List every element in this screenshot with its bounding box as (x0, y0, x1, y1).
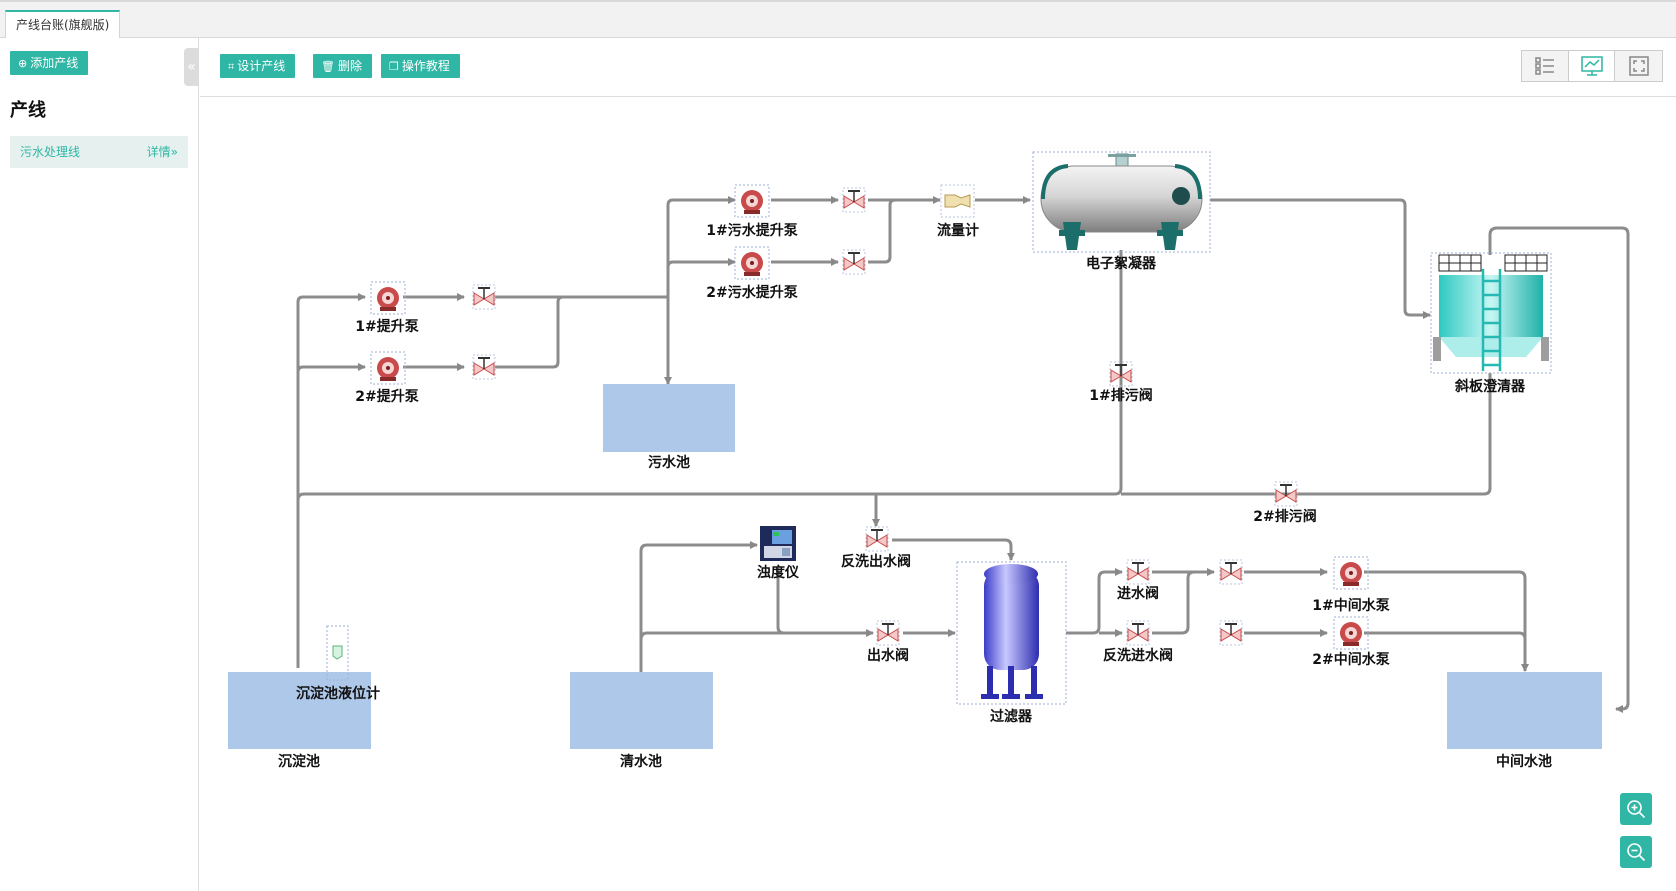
turbidity-label: 浊度仪 (757, 564, 800, 581)
valve-icons[interactable] (472, 187, 1298, 646)
tutorial-button[interactable]: ❐操作教程 (381, 54, 460, 78)
tutorial-label: 操作教程 (401, 59, 450, 73)
fullscreen-button[interactable] (1615, 51, 1662, 81)
filter-label: 过滤器 (990, 708, 1033, 725)
pump1-label: 1#提升泵 (355, 318, 418, 335)
inlet-valve-label: 进水阀 (1117, 585, 1159, 602)
valve-icon (472, 284, 496, 310)
chevron-right-icon: » (170, 145, 178, 159)
valve-icon (1219, 559, 1243, 585)
backwash-out-label: 反洗出水阀 (841, 553, 911, 570)
design-icon: ⌗ (228, 60, 235, 73)
sidebar-title: 产线 (10, 100, 46, 121)
clarifier-icon[interactable] (1430, 252, 1552, 374)
clean-tank[interactable] (570, 672, 713, 749)
level-meter-label: 沉淀池液位计 (296, 685, 380, 702)
chart-view-icon (1580, 56, 1603, 76)
trash-icon: 🗑 (321, 60, 335, 73)
inlet-valve-icon (1126, 559, 1150, 585)
fullscreen-icon (1628, 56, 1649, 76)
chart-view-button[interactable] (1568, 51, 1616, 81)
spump2-icon (734, 246, 770, 280)
outlet-valve-label: 出水阀 (867, 647, 909, 664)
mpump2-label: 2#中间水泵 (1312, 651, 1389, 668)
sidebar-item-sewage-line[interactable]: 污水处理线 详情» (10, 136, 188, 168)
detail-link[interactable]: 详情» (147, 136, 178, 168)
outlet-valve-icon (876, 620, 900, 646)
mid-tank[interactable] (1447, 672, 1602, 749)
list-view-button[interactable] (1522, 51, 1569, 81)
zoom-in-button[interactable] (1620, 793, 1652, 825)
backwash-out-valve-icon (865, 526, 889, 552)
valve-icon (1219, 620, 1243, 646)
sewage-tank-label: 污水池 (648, 454, 690, 471)
valve-icon (842, 249, 866, 275)
clean-tank-label: 清水池 (620, 753, 662, 770)
view-mode-group (1521, 50, 1663, 82)
spump1-label: 1#污水提升泵 (706, 222, 797, 239)
zoom-in-icon (1627, 800, 1646, 819)
flowmeter-icon[interactable] (940, 184, 975, 218)
collapse-sidebar-button[interactable]: « (184, 48, 199, 86)
zoom-out-button[interactable] (1620, 836, 1652, 868)
add-line-button[interactable]: ⊕添加产线 (10, 51, 89, 75)
drain1-label: 1#排污阀 (1089, 387, 1152, 404)
pump2-label: 2#提升泵 (355, 388, 418, 405)
level-meter-icon[interactable] (326, 625, 349, 681)
mpump2-icon (1333, 616, 1369, 650)
tab-production-ledger[interactable]: 产线台账(旗舰版) (5, 10, 121, 40)
delete-button[interactable]: 🗑删除 (313, 54, 372, 78)
sed-tank-label: 沉淀池 (278, 753, 320, 770)
drain2-label: 2#排污阀 (1253, 508, 1316, 525)
delete-label: 删除 (337, 59, 362, 73)
pump1-icon (370, 281, 406, 315)
mpump1-icon (1333, 556, 1369, 590)
zoom-out-icon (1627, 843, 1646, 862)
plus-circle-icon: ⊕ (18, 57, 28, 70)
design-line-button[interactable]: ⌗设计产线 (220, 54, 296, 78)
mpump1-label: 1#中间水泵 (1312, 597, 1389, 614)
condenser-label: 电子絮凝器 (1086, 255, 1157, 272)
valve-icon (472, 354, 496, 380)
backwash-in-valve-icon (1126, 620, 1150, 646)
spump2-label: 2#污水提升泵 (706, 284, 797, 301)
valve-icon (842, 187, 866, 213)
list-view-icon (1535, 57, 1554, 75)
design-label: 设计产线 (237, 59, 286, 73)
chevron-left-icon: « (187, 59, 196, 75)
sidebar-item-label: 污水处理线 (20, 145, 81, 159)
pump2-icon (370, 351, 406, 385)
condenser-icon[interactable] (1032, 151, 1211, 253)
sed-tank[interactable] (228, 672, 371, 749)
flowmeter-label: 流量计 (937, 222, 979, 239)
copy-icon: ❐ (389, 60, 399, 73)
tab-bar: 产线台账(旗舰版) (0, 0, 1676, 40)
filter-icon[interactable] (956, 561, 1067, 705)
drain2-valve-icon (1274, 481, 1298, 507)
sidebar: ⊕添加产线 产线 污水处理线 详情» (0, 38, 199, 891)
mid-tank-label: 中间水池 (1496, 753, 1552, 770)
pipes (296, 196, 1630, 713)
add-line-label: 添加产线 (30, 56, 79, 70)
backwash-in-label: 反洗进水阀 (1103, 647, 1173, 664)
spump1-icon (734, 184, 770, 218)
clarifier-label: 斜板澄清器 (1454, 378, 1526, 395)
drain1-valve-icon (1109, 361, 1133, 387)
detail-label: 详情 (146, 145, 171, 159)
turbidity-meter-icon[interactable] (760, 526, 796, 561)
pump-icons[interactable] (370, 184, 1369, 650)
sewage-tank[interactable] (603, 384, 735, 452)
toolbar-divider (200, 96, 1676, 97)
